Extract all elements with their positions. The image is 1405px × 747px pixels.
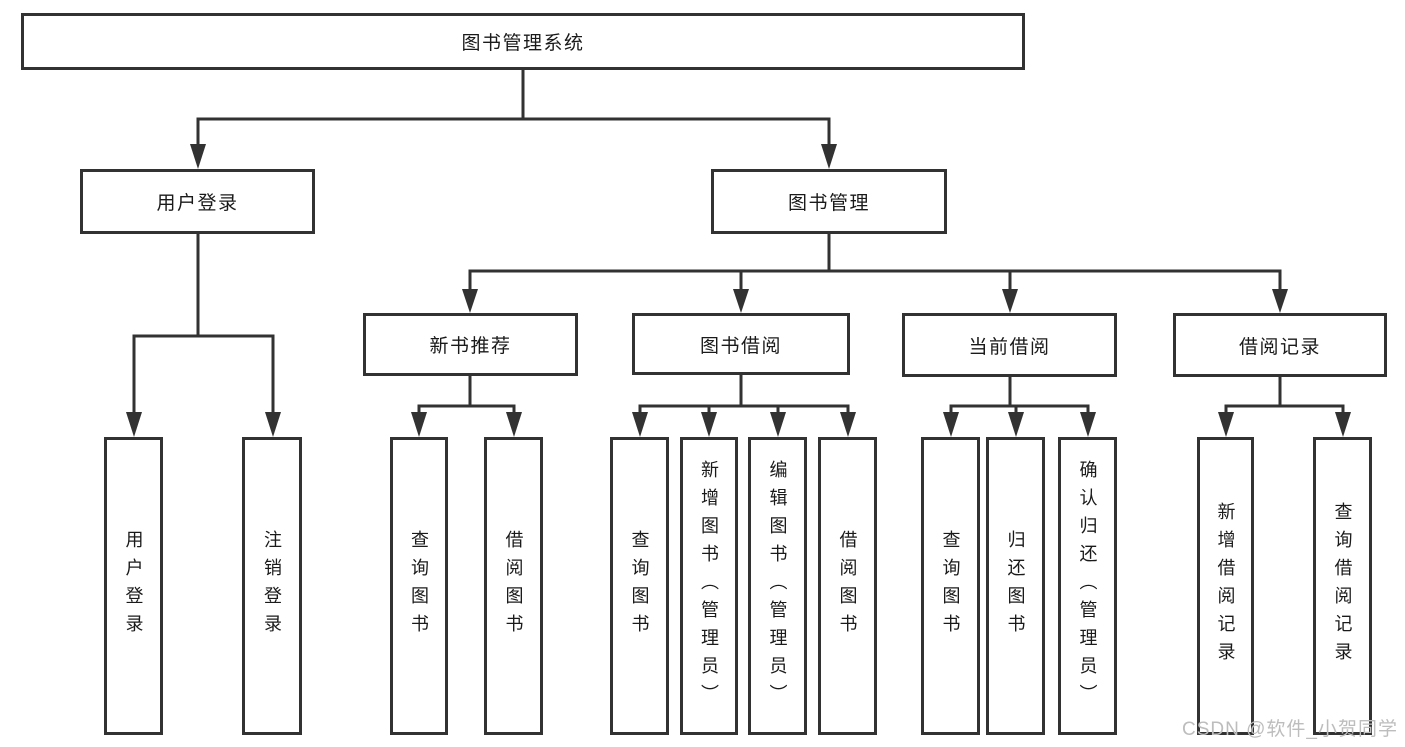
node-label: 新增图书（管理员） <box>699 460 719 712</box>
leaf-confirm-return-admin: 确认归还（管理员） <box>1058 437 1117 735</box>
node-label: 图书管理 <box>787 193 870 214</box>
leaf-query-book-borrow: 查询图书 <box>610 437 669 735</box>
node-label: 图书借阅 <box>699 335 782 357</box>
csdn-watermark: CSDN @软件_小贺同学 <box>1182 719 1398 740</box>
node-label: 查询图书 <box>629 530 650 642</box>
node-book-management: 图书管理 <box>711 169 947 234</box>
node-label: 图书管理系统 <box>461 33 585 54</box>
node-label: 借阅图书 <box>503 530 524 642</box>
node-borrow-records: 借阅记录 <box>1173 313 1387 377</box>
node-new-book-recommend: 新书推荐 <box>363 313 578 376</box>
node-label: 查询图书 <box>409 530 429 642</box>
leaf-edit-book-admin: 编辑图书（管理员） <box>748 437 807 735</box>
leaf-add-borrow-record: 新增借阅记录 <box>1197 437 1254 735</box>
node-label: 借阅图书 <box>837 530 858 642</box>
node-label: 借阅记录 <box>1238 336 1321 358</box>
node-label: 注销登录 <box>262 530 282 642</box>
node-label: 新书推荐 <box>429 336 512 357</box>
node-label: 确认归还（管理员） <box>1077 460 1098 712</box>
node-current-borrow: 当前借阅 <box>902 313 1117 377</box>
leaf-query-borrow-record: 查询借阅记录 <box>1313 437 1372 735</box>
node-label: 查询借阅记录 <box>1332 502 1353 670</box>
node-label: 编辑图书（管理员） <box>767 460 788 712</box>
leaf-query-book-recommend: 查询图书 <box>390 437 448 735</box>
node-label: 查询图书 <box>940 530 961 642</box>
node-label: 新增借阅记录 <box>1215 502 1236 670</box>
node-user-login: 用户登录 <box>80 169 315 234</box>
leaf-user-login: 用户登录 <box>104 437 163 735</box>
leaf-query-book-current: 查询图书 <box>921 437 980 735</box>
node-label: 用户登录 <box>123 530 144 642</box>
node-root-library-management-system: 图书管理系统 <box>21 13 1025 70</box>
leaf-add-book-admin: 新增图书（管理员） <box>680 437 738 735</box>
node-book-borrow: 图书借阅 <box>632 313 850 375</box>
leaf-return-book: 归还图书 <box>986 437 1045 735</box>
node-label: 归还图书 <box>1005 530 1026 642</box>
leaf-borrow-book-recommend: 借阅图书 <box>484 437 543 735</box>
node-label: 当前借阅 <box>968 336 1051 358</box>
leaf-logout: 注销登录 <box>242 437 302 735</box>
leaf-borrow-book: 借阅图书 <box>818 437 877 735</box>
node-label: 用户登录 <box>156 193 239 214</box>
